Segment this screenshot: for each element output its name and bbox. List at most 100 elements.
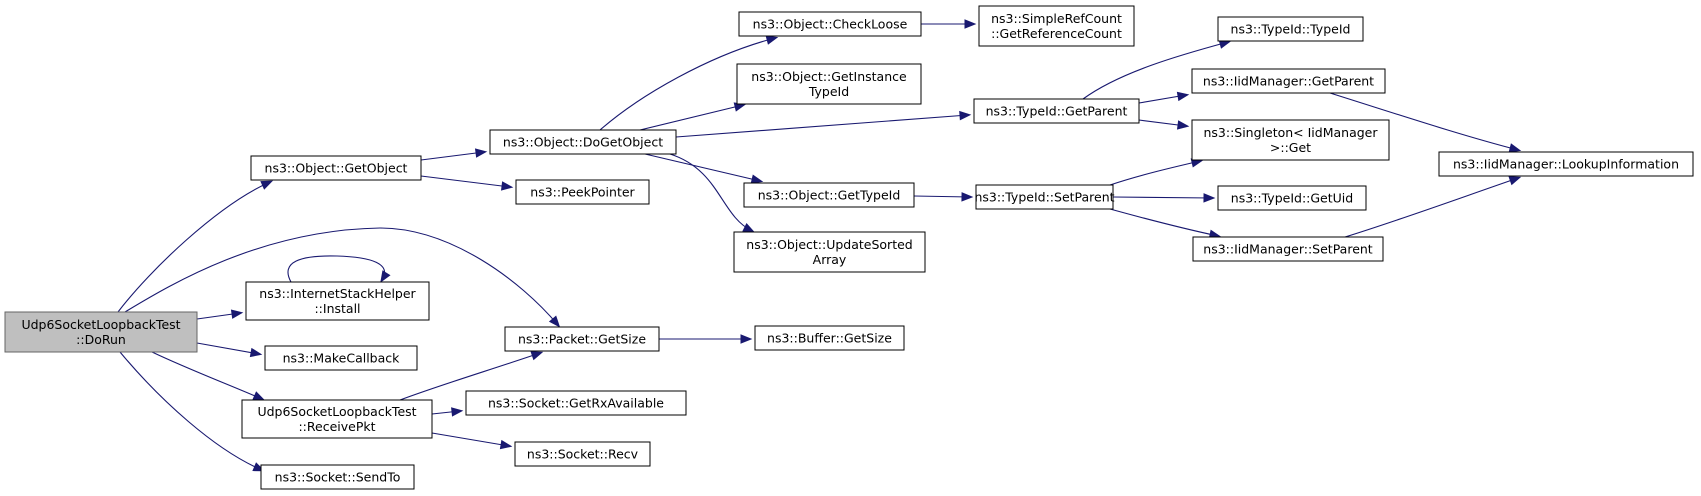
node-iidgetparent[interactable]: ns3::IidManager::GetParent <box>1191 68 1386 94</box>
node-box <box>264 345 418 371</box>
edge-line <box>675 114 969 138</box>
node-root[interactable]: Udp6SocketLoopbackTest::DoRun <box>4 311 198 353</box>
node-box <box>241 399 433 439</box>
node-label-line: ns3::Singleton< IidManager <box>1203 125 1378 140</box>
edge-root-to-getobject <box>117 180 274 313</box>
edge-arrowhead <box>765 35 779 45</box>
node-box <box>1438 151 1694 177</box>
node-label-line: ns3::Object::CheckLoose <box>753 17 908 32</box>
node-label-line: ::DoRun <box>76 332 126 347</box>
node-box <box>245 281 430 321</box>
node-box <box>260 464 415 490</box>
node-getreferencecount[interactable]: ns3::SimpleRefCount::GetReferenceCount <box>978 5 1135 47</box>
edge-root-to-makecallback <box>196 342 263 358</box>
node-gettypeid[interactable]: ns3::Object::GetTypeId <box>743 182 915 208</box>
node-getobject[interactable]: ns3::Object::GetObject <box>250 155 422 181</box>
edge-getobject-to-peekpointer <box>420 175 514 191</box>
node-typeidgetparent[interactable]: ns3::TypeId::GetParent <box>973 98 1140 124</box>
node-install[interactable]: ns3::InternetStackHelper::Install <box>245 281 430 321</box>
edge-dogetobject-to-gettypeid <box>644 153 764 184</box>
node-getuid[interactable]: ns3::TypeId::GetUid <box>1217 185 1367 211</box>
node-box <box>743 182 915 208</box>
edge-line <box>399 352 541 401</box>
node-box <box>736 63 922 105</box>
node-label-line: ns3::MakeCallback <box>283 351 401 366</box>
node-label-line: ns3::PeekPointer <box>530 185 635 200</box>
edge-typeidsetparent-to-getuid <box>1112 193 1216 203</box>
edge-line <box>913 195 971 198</box>
node-peekpointer[interactable]: ns3::PeekPointer <box>515 179 650 205</box>
node-box <box>4 311 198 353</box>
node-label-line: ::ReceivePkt <box>298 419 375 434</box>
edge-line <box>119 351 263 471</box>
edge-arrowhead <box>500 181 514 191</box>
node-label-line: TypeId <box>808 84 849 99</box>
call-graph-edges <box>117 19 1522 472</box>
edge-arrowhead <box>499 439 513 450</box>
call-graph-nodes: Udp6SocketLoopbackTest::DoRun ns3::Object… <box>4 5 1694 490</box>
edge-iidgetparent-to-lookupinformation <box>1329 92 1522 153</box>
edge-arrowhead <box>1176 91 1190 102</box>
node-checkloose[interactable]: ns3::Object::CheckLoose <box>738 11 922 37</box>
edge-receivepkt-to-getrxavailable <box>431 407 464 417</box>
node-iidsetparent[interactable]: ns3::IidManager::SetParent <box>1192 236 1384 262</box>
edge-line <box>431 432 510 447</box>
node-sendto[interactable]: ns3::Socket::SendTo <box>260 464 415 490</box>
node-label-line: ns3::Socket::Recv <box>527 447 639 462</box>
node-box <box>975 184 1114 210</box>
node-label-line: ns3::Socket::GetRxAvailable <box>488 396 664 411</box>
node-label-line: >::Get <box>1270 140 1311 155</box>
node-singletonget[interactable]: ns3::Singleton< IidManager>::Get <box>1191 119 1390 161</box>
node-receivepkt[interactable]: Udp6SocketLoopbackTest::ReceivePkt <box>241 399 433 439</box>
edge-line <box>151 351 263 400</box>
node-box <box>1191 119 1390 161</box>
node-box <box>1217 16 1364 42</box>
edge-arrowhead <box>742 222 755 233</box>
edge-line <box>1109 208 1219 237</box>
edge-arrowhead <box>249 347 263 358</box>
node-box <box>504 326 660 352</box>
node-label-line: Udp6SocketLoopbackTest <box>257 404 416 419</box>
node-label-line: ns3::TypeId::SetParent <box>974 190 1114 205</box>
node-packetgetsize[interactable]: ns3::Packet::GetSize <box>504 326 660 352</box>
node-recv[interactable]: ns3::Socket::Recv <box>514 441 651 467</box>
edge-typeidsetparent-to-singletonget <box>1109 158 1204 186</box>
edge-line <box>124 227 559 326</box>
edge-line <box>1344 177 1519 238</box>
node-lookupinformation[interactable]: ns3::IidManager::LookupInformation <box>1438 151 1694 177</box>
node-buffergetsize[interactable]: ns3::Buffer::GetSize <box>754 325 905 351</box>
edge-arrowhead <box>750 174 764 184</box>
edge-arrowhead <box>1176 120 1190 130</box>
edge-iidsetparent-to-lookupinformation <box>1344 176 1522 238</box>
edge-arrowhead <box>1508 176 1522 186</box>
edge-line <box>196 342 260 355</box>
edge-arrowhead <box>474 148 488 158</box>
edge-receivepkt-to-packetgetsize <box>399 351 544 401</box>
edge-arrowhead <box>530 351 544 361</box>
node-typeidsetparent[interactable]: ns3::TypeId::SetParent <box>974 184 1115 210</box>
edge-line <box>669 153 753 232</box>
edge-line <box>1082 41 1229 100</box>
node-typeidtypeid[interactable]: ns3::TypeId::TypeId <box>1217 16 1364 42</box>
node-label-line: ns3::TypeId::GetUid <box>1231 191 1353 206</box>
edge-line <box>644 153 761 182</box>
edge-typeidsetparent-to-iidsetparent <box>1109 208 1222 239</box>
node-label-line: ns3::TypeId::GetParent <box>986 104 1128 119</box>
edge-arrowhead <box>260 180 274 190</box>
node-label-line: ns3::Socket::SendTo <box>275 470 401 485</box>
edge-line <box>287 255 385 283</box>
node-label-line: ::Install <box>314 301 360 316</box>
node-box <box>515 179 650 205</box>
node-dogetobject[interactable]: ns3::Object::DoGetObject <box>489 129 677 155</box>
edge-root-to-receivepkt <box>151 351 266 401</box>
node-getrxavailable[interactable]: ns3::Socket::GetRxAvailable <box>465 390 687 416</box>
node-box <box>738 11 922 37</box>
edge-line <box>599 37 776 131</box>
edge-line <box>420 151 485 161</box>
edge-arrowhead <box>380 270 391 283</box>
edge-typeidgetparent-to-singletonget <box>1138 119 1190 130</box>
edge-receivepkt-to-recv <box>431 432 513 450</box>
node-makecallback[interactable]: ns3::MakeCallback <box>264 345 418 371</box>
